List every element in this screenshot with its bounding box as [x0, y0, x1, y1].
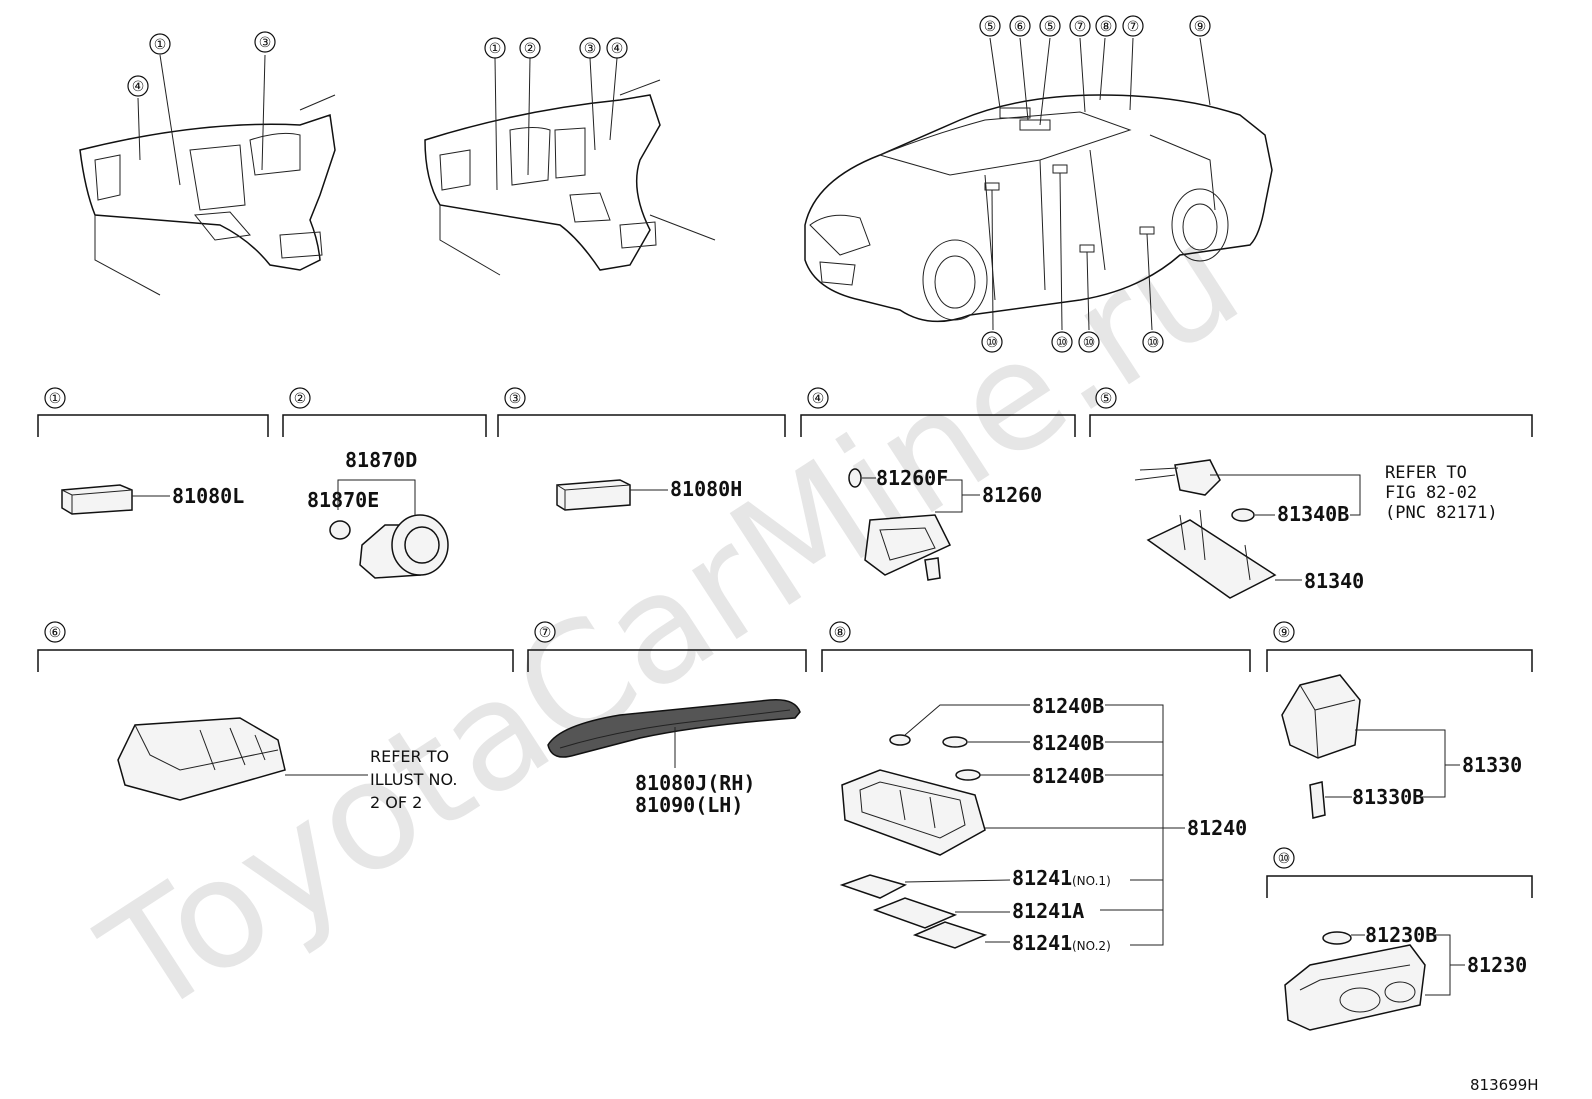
part-81870E: 81870E	[307, 488, 379, 512]
part-81230: 81230	[1467, 953, 1527, 977]
part-81230B: 81230B	[1365, 923, 1437, 947]
callout-car-8: ⑧	[1100, 19, 1113, 35]
section-5-note-line3: (PNC 82171)	[1385, 503, 1498, 523]
section-3-number: ③	[509, 391, 522, 407]
part-81080J: 81080J(RH)	[635, 771, 755, 795]
section-6-note-line3: 2 OF 2	[370, 793, 422, 812]
part-81090: 81090(LH)	[635, 793, 743, 817]
part-81080H: 81080H	[670, 477, 742, 501]
section-1: ① 81080L	[37, 387, 269, 515]
callout-car-10d: ⑩	[1147, 335, 1160, 351]
callout-car-10a: ⑩	[986, 335, 999, 351]
section-5-note-line2: FIG 82-02	[1385, 483, 1477, 503]
callout-view1-1: ①	[154, 37, 167, 53]
callout-car-7a: ⑦	[1074, 19, 1087, 35]
callout-car-6: ⑥	[1014, 19, 1027, 35]
callout-car-10b: ⑩	[1056, 335, 1069, 351]
callout-view1-3: ③	[259, 35, 272, 51]
section-9-number: ⑨	[1278, 625, 1291, 641]
part-81340B: 81340B	[1277, 502, 1349, 526]
section-2: ② 81870D 81870E	[282, 387, 487, 579]
part-81340: 81340	[1304, 569, 1364, 593]
callout-car-5a: ⑤	[984, 19, 997, 35]
part-81241-suffix-no1: (NO.1)	[1072, 874, 1111, 888]
watermark: ToyotaCarMine.ru	[74, 191, 1269, 1051]
callout-view2-3: ③	[584, 41, 597, 57]
section-1-number: ①	[49, 391, 62, 407]
section-2-number: ②	[294, 391, 307, 407]
part-81241-no1: 81241	[1012, 866, 1072, 890]
section-4-number: ④	[812, 391, 825, 407]
section-10: ⑩ 81230B 81230	[1266, 847, 1533, 1031]
part-81240B-1: 81240B	[1032, 694, 1104, 718]
callout-car-10c: ⑩	[1083, 335, 1096, 351]
part-81330: 81330	[1462, 753, 1522, 777]
part-81240B-3: 81240B	[1032, 764, 1104, 788]
callout-view1-4: ④	[132, 79, 145, 95]
part-81260F: 81260F	[876, 466, 948, 490]
section-5-note-line1: REFER TO	[1385, 463, 1467, 483]
overview-dashboard-left	[79, 54, 336, 296]
callout-view2-4: ④	[611, 41, 624, 57]
part-81080L: 81080L	[172, 484, 244, 508]
overview-dashboard-right	[424, 57, 716, 276]
section-8: ⑧ 81240B 81240B 81240B 81240 81241 (NO.1…	[821, 621, 1251, 955]
section-9: ⑨ 81330 81330B	[1266, 621, 1533, 819]
overview-car	[804, 37, 1273, 331]
part-81240: 81240	[1187, 816, 1247, 840]
callout-car-5b: ⑤	[1044, 19, 1057, 35]
part-81241A: 81241A	[1012, 899, 1084, 923]
callout-view2-1: ①	[489, 41, 502, 57]
section-3: ③ 81080H	[497, 387, 786, 511]
section-7-number: ⑦	[539, 625, 552, 641]
part-81241-no2: 81241	[1012, 931, 1072, 955]
part-81330B: 81330B	[1352, 785, 1424, 809]
section-7: ⑦ 81080J(RH) 81090(LH)	[527, 621, 807, 817]
part-81240B-2: 81240B	[1032, 731, 1104, 755]
section-5-number: ⑤	[1100, 391, 1113, 407]
section-6-note-line1: REFER TO	[370, 747, 449, 766]
callout-car-7b: ⑦	[1127, 19, 1140, 35]
overview-callouts: ④ ① ③ ① ② ③ ④ ⑤ ⑥ ⑤ ⑦ ⑧ ⑦ ⑨ ⑩ ⑩ ⑩ ⑩	[127, 15, 1211, 353]
callout-car-9: ⑨	[1194, 19, 1207, 35]
part-81870D: 81870D	[345, 448, 417, 472]
section-6-number: ⑥	[49, 625, 62, 641]
drawing-code: 813699H	[1470, 1076, 1539, 1094]
section-4: ④ 81260F 81260	[800, 387, 1076, 581]
section-5: ⑤ REFER TO FIG 82-02 (PNC 82171) 81340B …	[1089, 387, 1533, 599]
part-81260: 81260	[982, 483, 1042, 507]
callout-view2-2: ②	[524, 41, 537, 57]
section-8-number: ⑧	[834, 625, 847, 641]
section-6: ⑥ REFER TO ILLUST NO. 2 OF 2	[37, 621, 514, 812]
part-81241-suffix-no2: (NO.2)	[1072, 939, 1111, 953]
section-10-number: ⑩	[1278, 851, 1291, 867]
section-6-note-line2: ILLUST NO.	[370, 770, 457, 789]
